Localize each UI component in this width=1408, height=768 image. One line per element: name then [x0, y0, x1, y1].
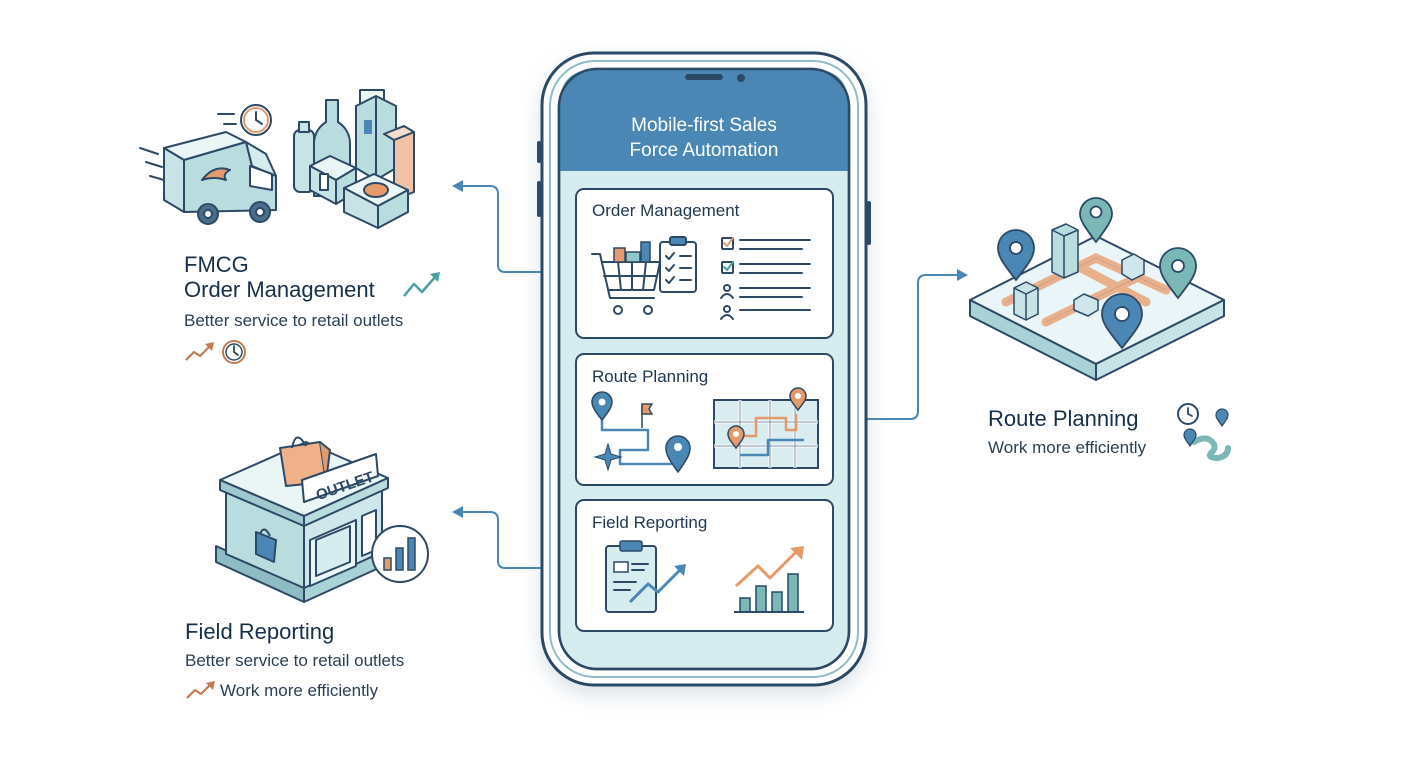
fmcg-illustration [139, 89, 415, 229]
clock-route-icons [1177, 403, 1231, 462]
route-planning-icons [591, 387, 819, 474]
map-icon [713, 387, 819, 469]
panel-field-reporting-title: Field Reporting [592, 513, 708, 532]
location-pin-icon [665, 435, 691, 474]
arrow-order-to-left [457, 185, 576, 273]
clock-icon [240, 104, 272, 136]
bar-chart-icon [734, 546, 804, 613]
fmcg-title-line2: Order Management [184, 277, 375, 302]
outlet-store-icon: OUTLET [215, 436, 393, 603]
compass-icon [593, 442, 623, 472]
fmcg-products-icon [293, 89, 415, 229]
route-planning-title: Route Planning [988, 406, 1139, 431]
field-reporting-icons [605, 540, 804, 613]
location-pin-icon [1101, 293, 1143, 350]
isometric-city-map-icon [969, 197, 1225, 381]
location-pin-icon [591, 391, 613, 422]
bar-chart-badge-icon [371, 525, 429, 583]
route-planning-subtitle: Work more efficiently [988, 438, 1147, 457]
trend-clock-icons [185, 340, 246, 364]
panel-order-management-title: Order Management [592, 201, 740, 220]
clipboard-chart-icon [605, 540, 686, 613]
location-pin-icon [997, 229, 1035, 282]
field-reporting-subtitle2: Work more efficiently [220, 681, 379, 700]
panel-route-planning-title: Route Planning [592, 367, 709, 386]
arrow-field-to-left [457, 511, 576, 569]
clock-icon [222, 340, 246, 364]
phone-header-title-line2: Force Automation [629, 140, 779, 161]
flag-icon [641, 403, 654, 428]
trend-up-icon [403, 272, 440, 297]
trend-up-icon [186, 681, 215, 699]
field-reporting-title: Field Reporting [185, 619, 335, 644]
field-reporting-subtitle1: Better service to retail outlets [185, 651, 405, 670]
order-management-icons [591, 236, 811, 320]
location-pin-icon [1159, 247, 1197, 300]
clock-icon [1177, 403, 1199, 425]
location-pin-icon [1079, 197, 1113, 244]
fmcg-title-line1: FMCG [184, 252, 249, 277]
order-list-icon [720, 237, 811, 320]
fmcg-subtitle: Better service to retail outlets [184, 311, 404, 330]
winding-route-icon [1183, 408, 1231, 462]
trend-up-icon [185, 342, 214, 361]
delivery-van-icon [163, 131, 277, 225]
phone-header-title-line1: Mobile-first Sales [631, 115, 777, 136]
arrow-route-to-right [835, 274, 963, 420]
checklist-icon [659, 236, 697, 293]
shopping-cart-icon [591, 253, 661, 315]
